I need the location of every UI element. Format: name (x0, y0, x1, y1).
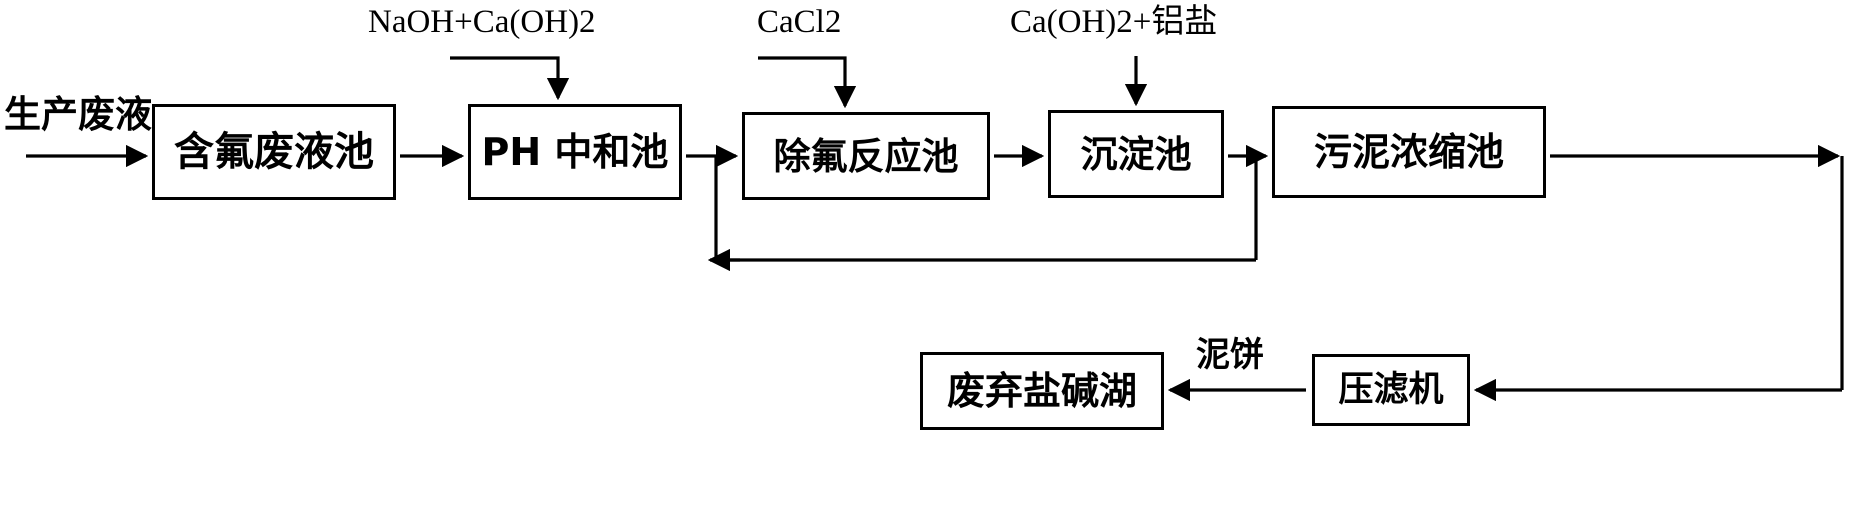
node-filter-press[interactable]: 压滤机 (1312, 354, 1470, 426)
label-reagent-naoh-caoh2: NaOH+Ca(OH)2 (368, 4, 596, 40)
node-label: 沉淀池 (1080, 132, 1192, 176)
dosing-line-naoh (450, 56, 570, 101)
label-reagent-caoh2-aluminum-salt: Ca(OH)2+铝盐 (1010, 4, 1218, 40)
node-sludge-thickening-tank[interactable]: 污泥浓缩池 (1272, 106, 1546, 198)
node-label: PH 中和池 (481, 130, 669, 174)
node-ph-neutralization-tank[interactable]: PH 中和池 (468, 104, 682, 200)
node-label: 废弃盐碱湖 (946, 369, 1137, 413)
dosing-line-cacl2 (758, 56, 857, 109)
label-production-wastewater: 生产废液 (4, 93, 152, 136)
node-abandoned-saline-alkali-lake[interactable]: 废弃盐碱湖 (920, 352, 1164, 430)
node-defluorination-reaction-tank[interactable]: 除氟反应池 (742, 112, 990, 200)
node-label: 压滤机 (1338, 369, 1444, 410)
label-reagent-cacl2: CaCl2 (757, 4, 842, 40)
node-fluoride-wastewater-tank[interactable]: 含氟废液池 (152, 104, 396, 200)
node-label: 除氟反应池 (773, 134, 959, 178)
node-label: 污泥浓缩池 (1313, 130, 1504, 174)
node-sedimentation-tank[interactable]: 沉淀池 (1048, 110, 1224, 198)
label-mud-cake: 泥饼 (1196, 335, 1264, 375)
node-label: 含氟废液池 (174, 129, 374, 175)
